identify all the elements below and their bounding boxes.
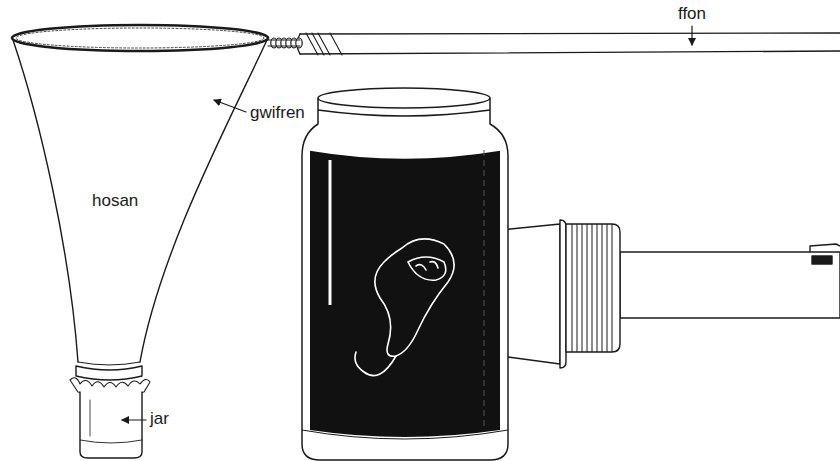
part-label: jar: [150, 410, 169, 429]
part-label: gwifren: [250, 104, 305, 123]
part-label: hosan: [92, 192, 138, 211]
part-label: ffon: [678, 5, 706, 24]
